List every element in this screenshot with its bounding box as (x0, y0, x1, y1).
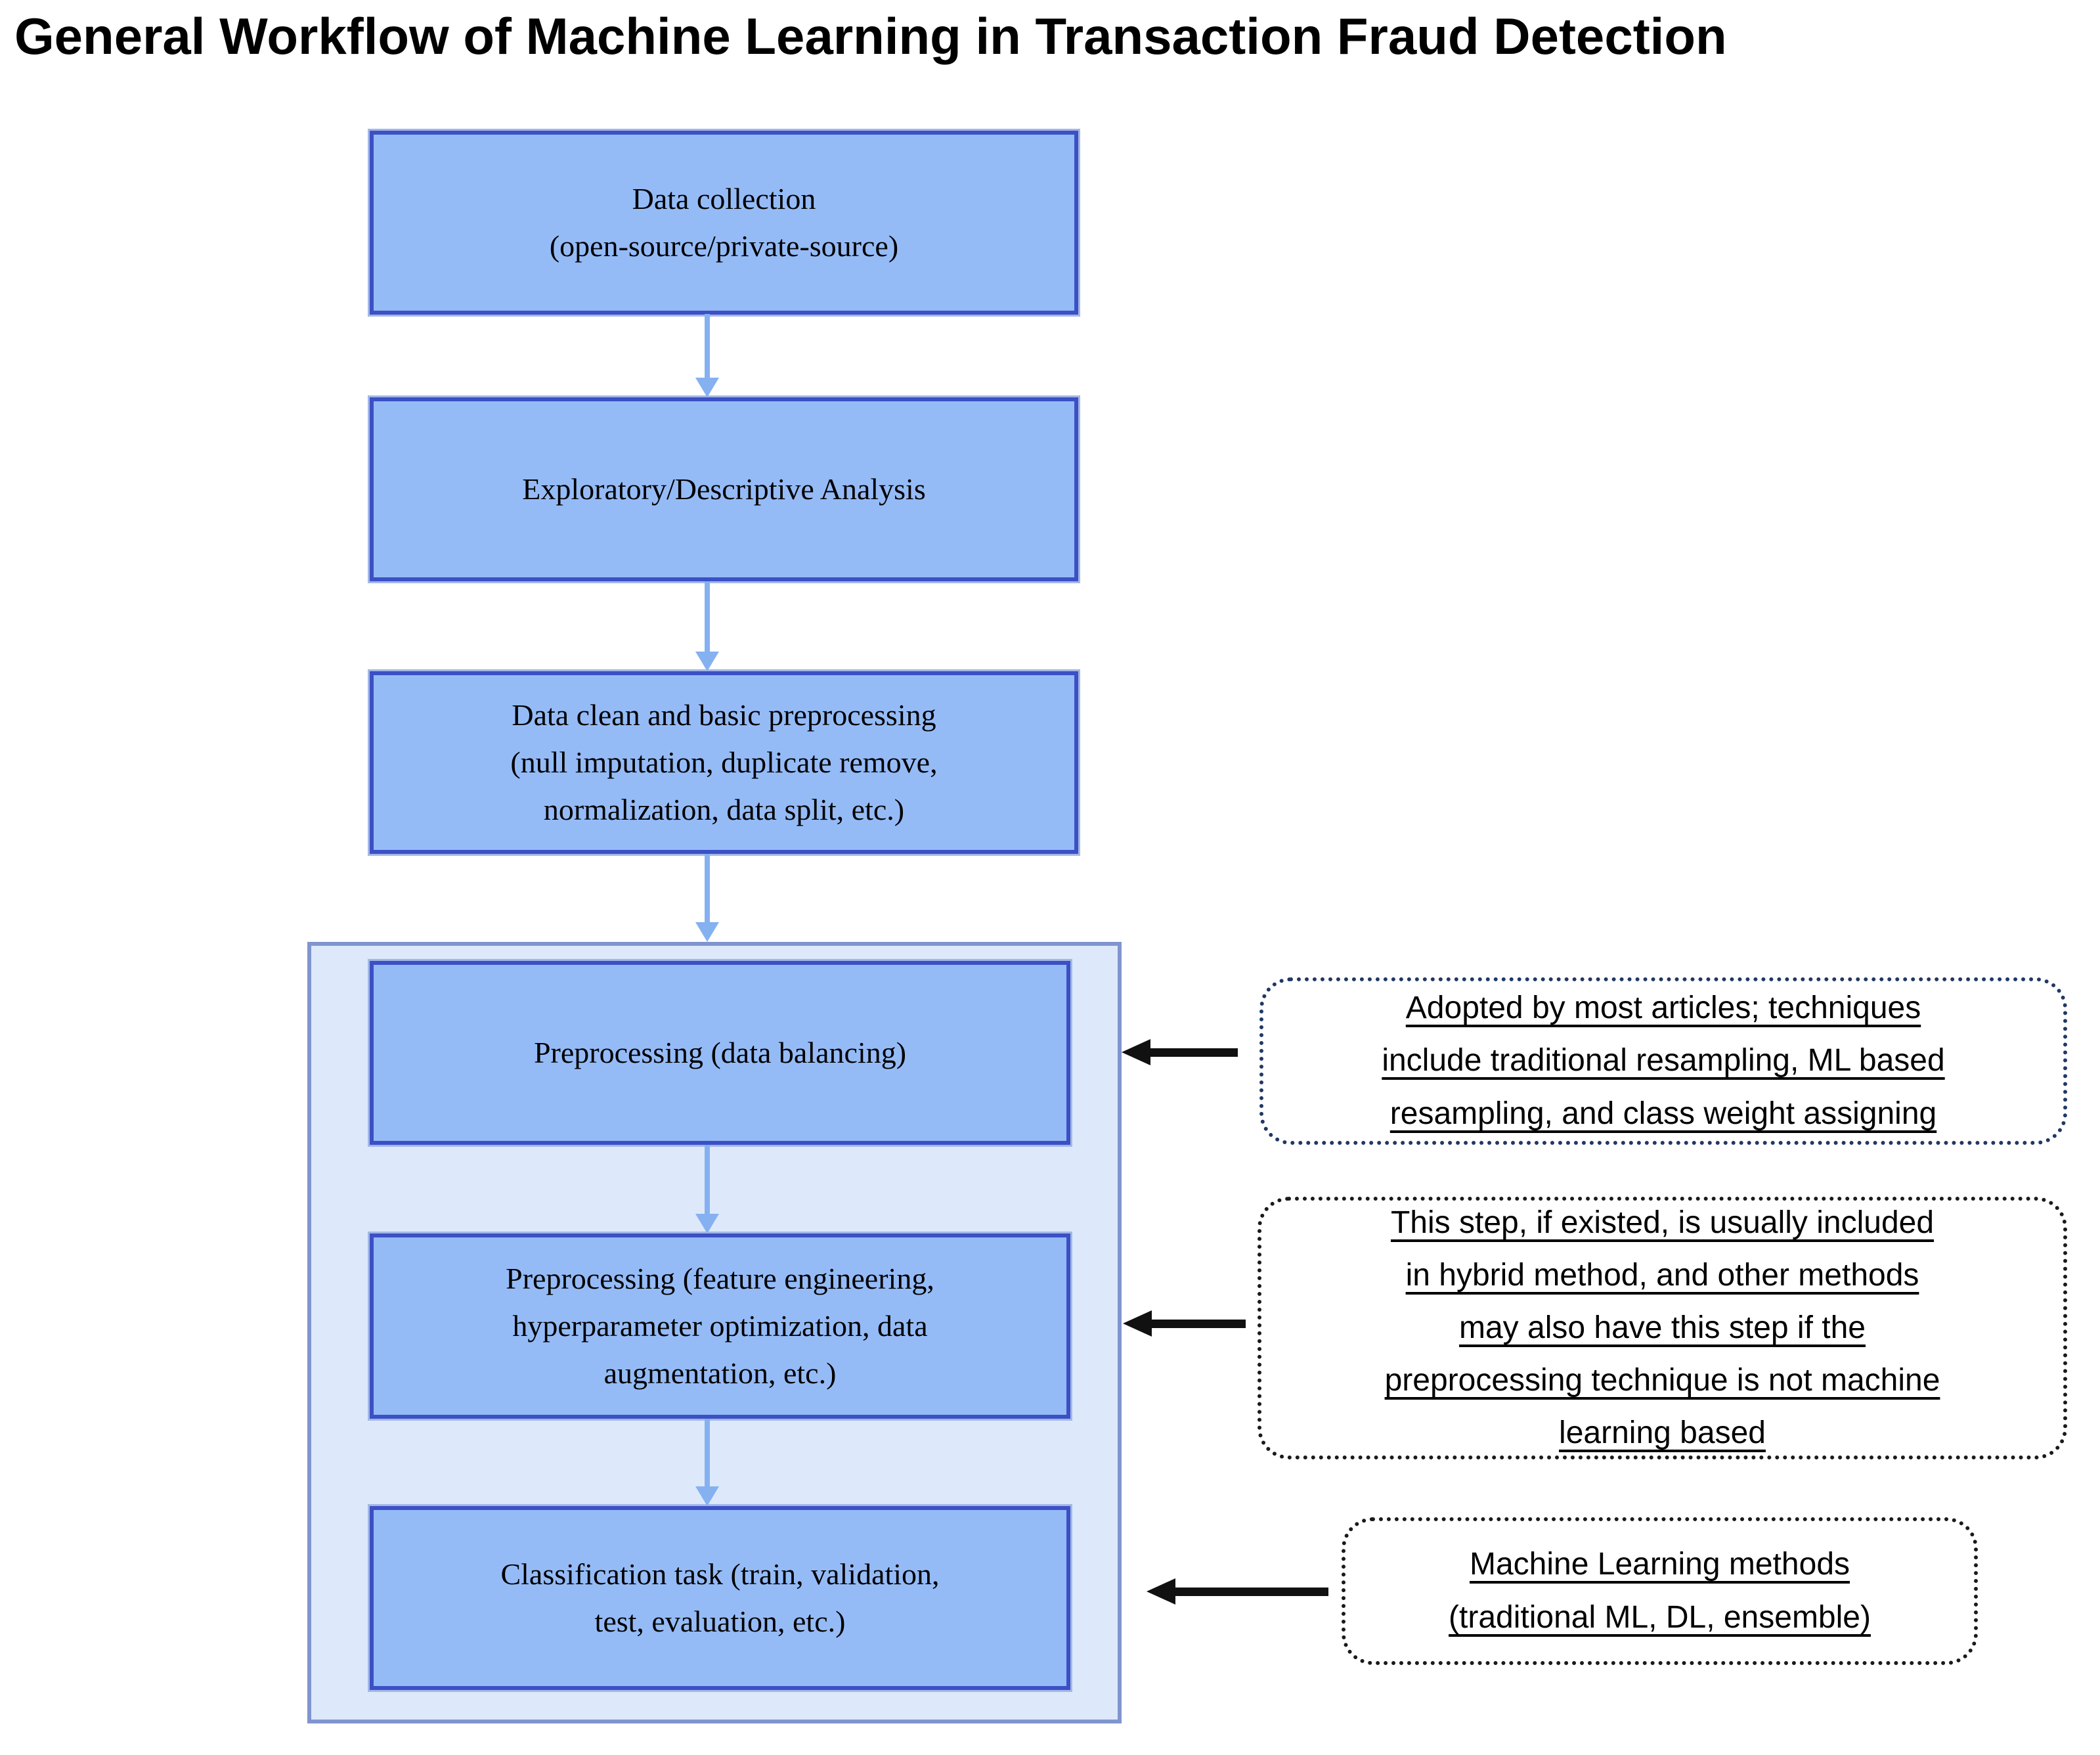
flow-arrow-head (695, 1486, 719, 1506)
flow-box-classification-task-label: Classification task (train, validation, … (500, 1557, 940, 1638)
note-data-balancing-label: Adopted by most articles; techniques inc… (1382, 990, 1945, 1131)
flow-box-data-collection-label: Data collection (open-source/private-sou… (549, 182, 899, 263)
annotation-arrow-shaft (1141, 1048, 1238, 1057)
flow-arrow-shaft (705, 854, 710, 925)
note-feature-engineering-label: This step, if existed, is usually includ… (1384, 1205, 1940, 1451)
flow-arrow-head (695, 1214, 719, 1233)
annotation-arrow-head (1122, 1039, 1150, 1065)
flow-box-exploratory-analysis: Exploratory/Descriptive Analysis (370, 397, 1078, 581)
note-ml-methods: Machine Learning methods (traditional ML… (1342, 1517, 1978, 1665)
flow-box-data-clean-label: Data clean and basic preprocessing (null… (510, 698, 938, 826)
page-title: General Workflow of Machine Learning in … (14, 7, 1727, 65)
flow-arrow-down-icon (695, 581, 719, 671)
flow-arrow-shaft (705, 314, 710, 380)
annotation-arrow-left-icon (1147, 1578, 1328, 1605)
flow-arrow-down-icon (695, 1145, 719, 1233)
flow-arrow-shaft (705, 581, 710, 654)
flow-box-preprocessing-balancing: Preprocessing (data balancing) (370, 961, 1070, 1145)
flow-box-preprocessing-feature: Preprocessing (feature engineering, hype… (370, 1233, 1070, 1419)
flow-box-data-collection: Data collection (open-source/private-sou… (370, 131, 1078, 315)
note-feature-engineering: This step, if existed, is usually includ… (1258, 1197, 2067, 1459)
flow-arrow-down-icon (695, 1419, 719, 1506)
flow-arrow-shaft (705, 1419, 710, 1489)
note-ml-methods-label: Machine Learning methods (traditional ML… (1449, 1547, 1871, 1635)
note-data-balancing: Adopted by most articles; techniques inc… (1259, 977, 2067, 1145)
flow-arrow-head (695, 378, 719, 397)
flow-box-preprocessing-balancing-label: Preprocessing (data balancing) (533, 1036, 907, 1070)
annotation-arrow-shaft (1143, 1320, 1246, 1328)
flow-box-preprocessing-feature-label: Preprocessing (feature engineering, hype… (506, 1262, 934, 1390)
flow-box-data-clean: Data clean and basic preprocessing (null… (370, 671, 1078, 854)
flow-arrow-down-icon (695, 314, 719, 397)
annotation-arrow-shaft (1166, 1588, 1328, 1596)
flow-arrow-shaft (705, 1145, 710, 1216)
flow-arrow-down-icon (695, 854, 719, 942)
annotation-arrow-head (1147, 1578, 1175, 1605)
flow-arrow-head (695, 922, 719, 942)
flow-arrow-head (695, 652, 719, 671)
annotation-arrow-left-icon (1123, 1310, 1246, 1337)
flow-box-classification-task: Classification task (train, validation, … (370, 1506, 1070, 1690)
flow-box-exploratory-analysis-label: Exploratory/Descriptive Analysis (522, 472, 926, 506)
annotation-arrow-left-icon (1122, 1039, 1238, 1065)
annotation-arrow-head (1123, 1310, 1152, 1337)
